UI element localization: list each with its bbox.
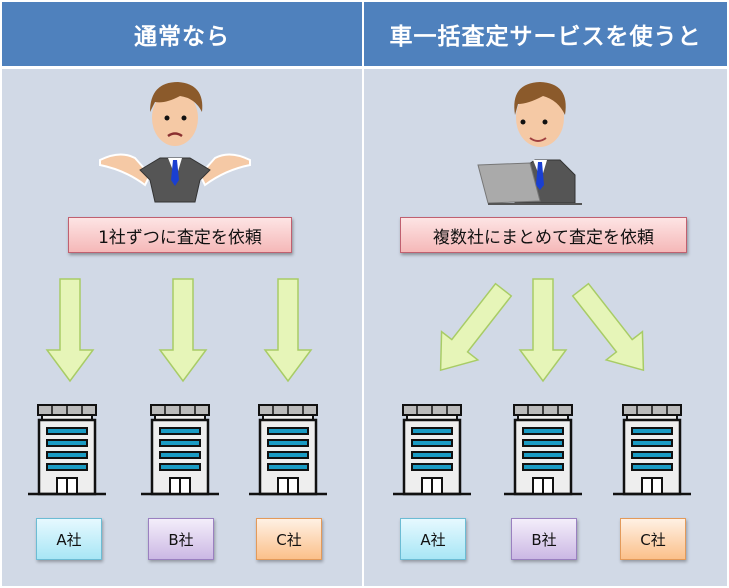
office-building-icon xyxy=(28,403,108,496)
office-building-icon xyxy=(393,403,473,496)
businessman-laptop-illustration xyxy=(477,82,582,205)
company-a-label: A社 xyxy=(400,518,466,560)
request-one-by-one-box: 1社ずつに査定を依頼 xyxy=(68,217,292,253)
company-c-label: C社 xyxy=(256,518,322,560)
office-building-icon xyxy=(504,403,584,496)
company-b-label: B社 xyxy=(148,518,214,560)
company-c-label: C社 xyxy=(620,518,686,560)
header-bulk-service: 車一括査定サービスを使うと xyxy=(364,2,727,66)
down-arrow-icon xyxy=(46,278,94,382)
worried-businessman-illustration xyxy=(99,82,251,203)
diagonal-arrow-right-icon xyxy=(561,274,663,386)
office-building-icon xyxy=(613,403,693,496)
down-arrow-icon xyxy=(519,278,567,382)
office-building-icon xyxy=(141,403,221,496)
down-arrow-icon xyxy=(264,278,312,382)
company-b-label: B社 xyxy=(511,518,577,560)
header-normal: 通常なら xyxy=(2,2,362,66)
request-bulk-box: 複数社にまとめて査定を依頼 xyxy=(400,217,687,253)
down-arrow-icon xyxy=(159,278,207,382)
company-a-label: A社 xyxy=(36,518,102,560)
office-building-icon xyxy=(249,403,329,496)
diagonal-arrow-left-icon xyxy=(421,274,523,386)
